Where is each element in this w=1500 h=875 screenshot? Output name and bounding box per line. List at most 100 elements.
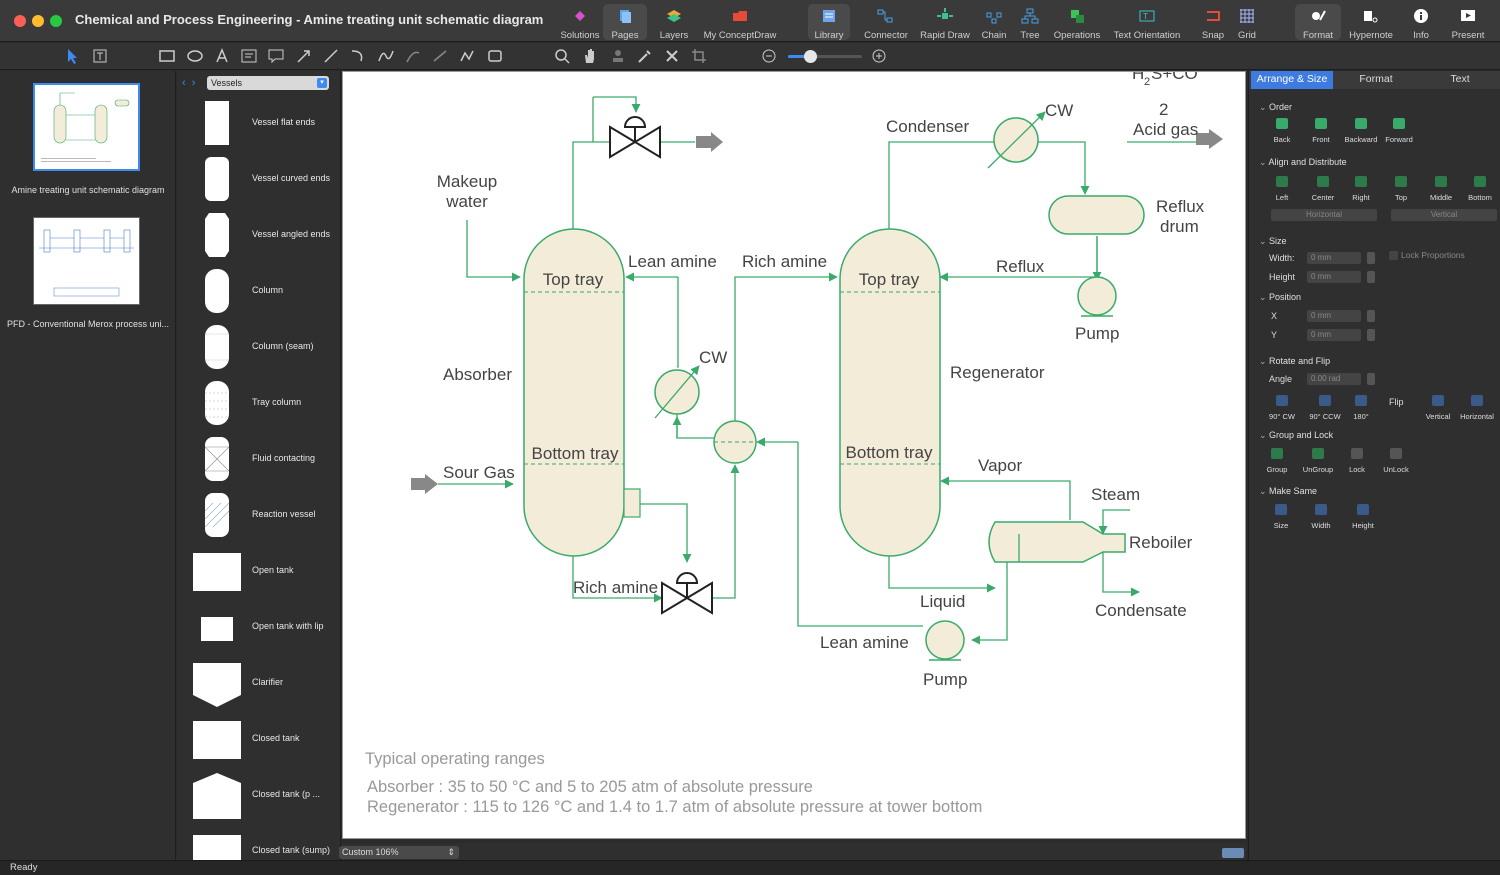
library-item-vessel-curved-ends[interactable]: Vessel curved ends (177, 151, 340, 207)
height-stepper[interactable] (1367, 271, 1375, 283)
close-window-button[interactable] (14, 15, 26, 27)
library-item-column-seam[interactable]: Column (seam) (177, 319, 340, 375)
tab-arrange-size[interactable]: Arrange & Size (1251, 71, 1333, 89)
hand-tool-icon[interactable] (581, 47, 599, 65)
operations-button[interactable]: Operations (1050, 4, 1104, 41)
position-x-input[interactable]: 0 mm (1307, 310, 1361, 322)
size-section-title[interactable]: Size (1259, 236, 1287, 247)
rotate-90-cw-button[interactable]: 90° CW (1261, 395, 1303, 421)
tab-text[interactable]: Text (1450, 73, 1470, 85)
library-select[interactable]: Vessels ▾ (207, 76, 329, 90)
text-box-tool-icon[interactable] (91, 47, 109, 65)
page-thumbnail-2[interactable] (33, 217, 140, 305)
library-item-column[interactable]: Column (177, 263, 340, 319)
order-section-title[interactable]: Order (1259, 102, 1292, 113)
zoom-out-icon[interactable] (760, 47, 778, 65)
eyedropper-tool-icon[interactable] (636, 47, 654, 65)
library-item-closed-tank[interactable]: Closed tank (177, 711, 340, 767)
rotate-90-ccw-button[interactable]: 90° CCW (1304, 395, 1346, 421)
view-mode-toggle[interactable] (1222, 848, 1244, 858)
align-top-button[interactable]: Top (1380, 176, 1422, 202)
solutions-button[interactable]: Solutions (558, 4, 602, 41)
library-nav-arrows[interactable]: ‹ › (182, 77, 196, 89)
zoom-slider[interactable] (788, 50, 862, 63)
curve-tool-icon[interactable] (377, 47, 395, 65)
align-center-button[interactable]: Center (1302, 176, 1344, 202)
width-input[interactable]: 0 mm (1307, 252, 1361, 264)
align-bottom-button[interactable]: Bottom (1459, 176, 1500, 202)
group-button[interactable]: Group (1256, 448, 1298, 474)
info-button[interactable]: Info (1406, 4, 1436, 41)
width-stepper[interactable] (1367, 252, 1375, 264)
make-same-section-title[interactable]: Make Same (1259, 486, 1317, 497)
library-item-open-tank[interactable]: Open tank (177, 543, 340, 599)
crop-tool-icon[interactable] (690, 47, 708, 65)
rich-amine-control-valve[interactable] (661, 572, 713, 615)
position-section-title[interactable]: Position (1259, 292, 1301, 303)
library-item-vessel-flat-ends[interactable]: Vessel flat ends (177, 95, 340, 151)
tab-format[interactable]: Format (1359, 73, 1393, 85)
maximize-window-button[interactable] (50, 15, 62, 27)
top-control-valve[interactable] (609, 116, 661, 159)
minimize-window-button[interactable] (32, 15, 44, 27)
position-y-input[interactable]: 0 mm (1307, 329, 1361, 341)
flip-vertical-button[interactable]: Vertical (1417, 395, 1459, 421)
hypernote-button[interactable]: Hypernote (1346, 4, 1396, 41)
bring-forward-button[interactable]: Forward (1378, 118, 1420, 144)
library-item-clarifier[interactable]: Clarifier (177, 655, 340, 711)
arrow-tool-icon[interactable] (295, 47, 313, 65)
tree-button[interactable]: Tree (1014, 4, 1046, 41)
format-painter-icon[interactable] (663, 47, 681, 65)
chain-button[interactable]: Chain (976, 4, 1012, 41)
align-section-title[interactable]: Align and Distribute (1259, 157, 1347, 168)
reflux-drum[interactable] (1048, 195, 1145, 235)
pointer-tool-icon[interactable] (63, 47, 81, 65)
callout-tool-icon[interactable] (267, 47, 285, 65)
regenerator-column[interactable] (839, 228, 941, 557)
grid-button[interactable]: Grid (1232, 4, 1262, 41)
flip-horizontal-button[interactable]: Horizontal (1456, 395, 1498, 421)
align-middle-button[interactable]: Middle (1420, 176, 1462, 202)
distribute-vertical-select[interactable]: Vertical (1391, 209, 1497, 221)
unlock-button[interactable]: UnLock (1375, 448, 1417, 474)
align-right-button[interactable]: Right (1340, 176, 1382, 202)
polyline-tool-icon[interactable] (458, 47, 476, 65)
lean-amine-pump[interactable] (925, 620, 965, 661)
make-same-width-button[interactable]: Width (1300, 504, 1342, 530)
ungroup-button[interactable]: UnGroup (1297, 448, 1339, 474)
align-left-button[interactable]: Left (1261, 176, 1303, 202)
rapid-draw-button[interactable]: Rapid Draw (918, 4, 972, 41)
reflux-pump[interactable] (1077, 276, 1117, 317)
angle-stepper[interactable] (1367, 373, 1375, 385)
make-same-size-button[interactable]: Size (1260, 504, 1302, 530)
position-x-stepper[interactable] (1367, 310, 1375, 322)
zoom-level-select[interactable]: Custom 106% ⇕ (339, 846, 459, 859)
lock-button[interactable]: Lock (1336, 448, 1378, 474)
page-thumbnail-1[interactable] (33, 83, 140, 171)
rectangle-tool-icon[interactable] (158, 47, 176, 65)
drawing-canvas[interactable]: Makeup water Absorber Top tray Bottom tr… (342, 71, 1246, 839)
freehand-tool-icon[interactable] (431, 47, 449, 65)
reboiler[interactable] (988, 521, 1126, 563)
bezier-tool-icon[interactable] (404, 47, 422, 65)
distribute-horizontal-select[interactable]: Horizontal (1271, 209, 1377, 221)
group-section-title[interactable]: Group and Lock (1259, 430, 1333, 441)
shape-edit-tool-icon[interactable] (486, 47, 504, 65)
library-button[interactable]: Library (808, 4, 850, 41)
arc-tool-icon[interactable] (349, 47, 367, 65)
height-input[interactable]: 0 mm (1307, 271, 1361, 283)
library-item-fluid-contacting[interactable]: Fluid contacting (177, 431, 340, 487)
rotate-180-button[interactable]: 180° (1340, 395, 1382, 421)
pages-button[interactable]: Pages (603, 4, 647, 41)
send-backward-button[interactable]: Backward (1340, 118, 1382, 144)
library-item-open-tank-with-lip[interactable]: Open tank with lip (177, 599, 340, 655)
zoom-in-icon[interactable] (870, 47, 888, 65)
present-button[interactable]: Present (1448, 4, 1488, 41)
lock-proportions-checkbox[interactable] (1389, 251, 1398, 260)
bring-to-front-button[interactable]: Front (1300, 118, 1342, 144)
library-item-tray-column[interactable]: Tray column (177, 375, 340, 431)
send-to-back-button[interactable]: Back (1261, 118, 1303, 144)
snap-button[interactable]: Snap (1198, 4, 1228, 41)
format-button[interactable]: Format (1295, 4, 1341, 41)
library-item-vessel-angled-ends[interactable]: Vessel angled ends (177, 207, 340, 263)
